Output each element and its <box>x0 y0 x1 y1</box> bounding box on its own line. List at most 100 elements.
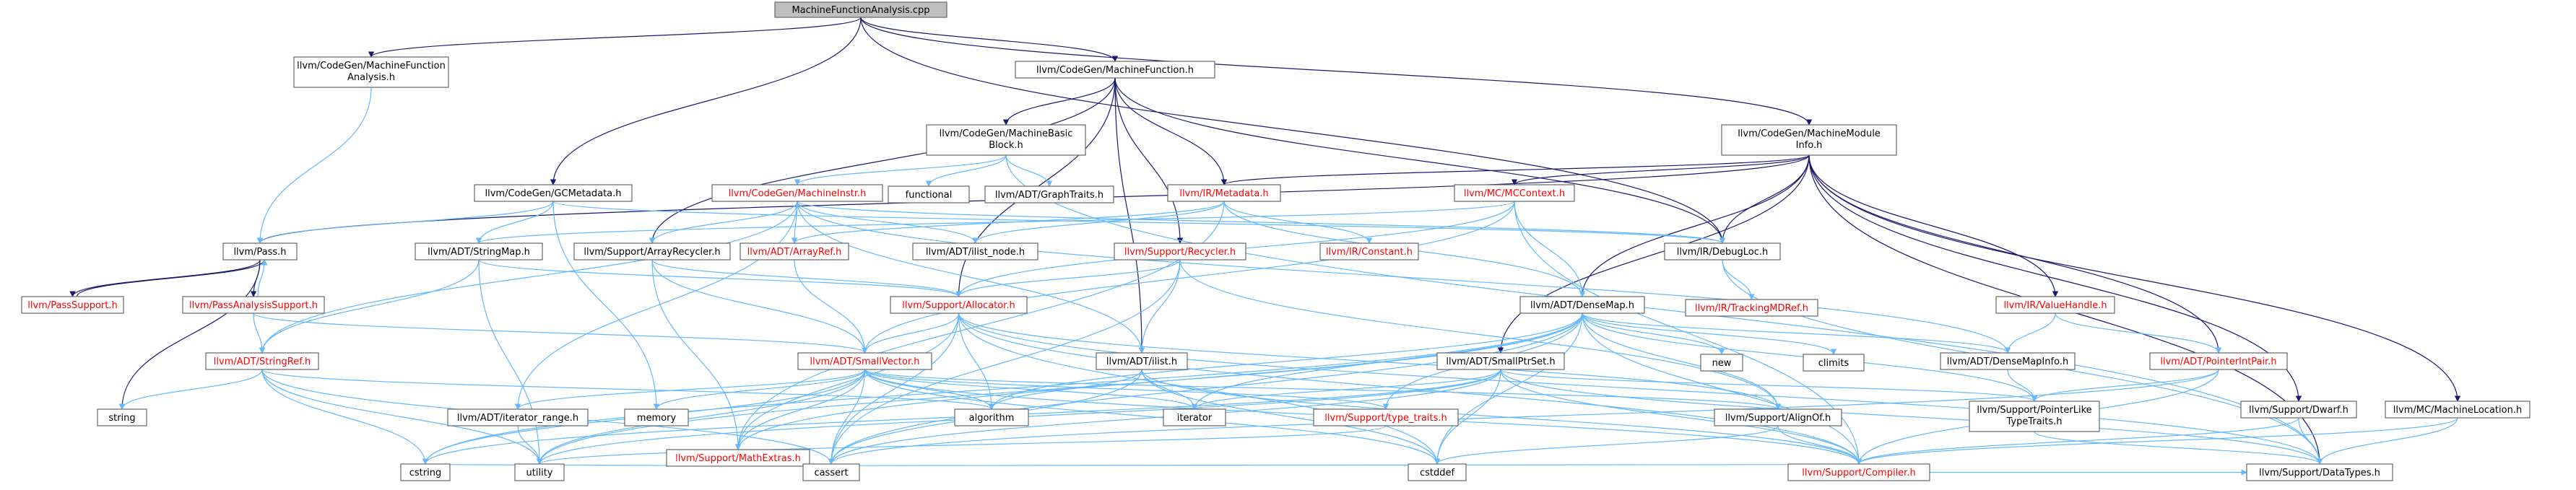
node-stringmap-h[interactable]: llvm/ADT/StringMap.h <box>415 242 543 261</box>
edge-passanalysissupport_h-to-pass_h <box>257 259 268 297</box>
edge-densemap_h-to-cassert <box>828 312 1583 465</box>
edge-densemap_h-to-climits <box>1582 312 1837 355</box>
edge-mfa_h-to-pass_h <box>256 87 372 244</box>
edge-mmi_h-to-metadata_h <box>1221 154 1810 185</box>
node-machinelocation-h[interactable]: llvm/MC/MachineLocation.h <box>2385 401 2531 419</box>
edge-densemap_h-to-densemapinfo_h <box>1582 312 2011 354</box>
node-densemap-h[interactable]: llvm/ADT/DenseMap.h <box>1519 296 1645 314</box>
edge-machinelocation_h-to-compiler_h <box>1855 417 2458 465</box>
edge-stringmap_h-to-allocator_h <box>478 259 962 297</box>
edge-mi_h-to-iteratorrange_h <box>514 201 798 410</box>
edge-pass_h-to-string <box>118 259 261 410</box>
edge-ilist_h-to-compiler_h <box>1141 369 1862 465</box>
node-mccontext-h[interactable]: llvm/MC/MCContext.h <box>1454 184 1575 202</box>
edge-arrayrecycler_h-to-smallvector_h <box>651 259 868 354</box>
edge-densemap_h-to-cstring <box>422 312 1583 465</box>
node-smallptrset-h[interactable]: llvm/ADT/SmallPtrSet.h <box>1436 352 1565 370</box>
edges-layer <box>69 17 2461 476</box>
node-arrayref-h[interactable]: llvm/ADT/ArrayRef.h <box>740 242 849 261</box>
edge-arrayrecycler_h-to-allocator_h <box>651 259 962 297</box>
edge-mathextras_h-to-compiler_h <box>737 463 1860 471</box>
edge-stringmap_h-to-stringref_h <box>259 259 480 354</box>
node-memory: memory <box>624 408 689 426</box>
node-pass-h[interactable]: llvm/Pass.h <box>222 242 298 261</box>
node-box <box>1436 352 1565 370</box>
edge-metadata_h-to-ilistnode_h <box>972 201 1225 244</box>
node-box <box>802 463 860 481</box>
node-ilistnode-h[interactable]: llvm/ADT/ilist_node.h <box>912 242 1038 261</box>
node-passsupport-h[interactable]: llvm/PassSupport.h <box>21 296 124 314</box>
node-densemapinfo-h[interactable]: llvm/ADT/DenseMapInfo.h <box>1940 352 2076 370</box>
node-arrayrecycler-h[interactable]: llvm/Support/ArrayRecycler.h <box>573 242 731 261</box>
node-typetraits-h[interactable]: llvm/Support/type_traits.h <box>1313 408 1459 426</box>
node-datatypes-h[interactable]: llvm/Support/DataTypes.h <box>2246 463 2393 481</box>
edge-smallvector_h-to-cassert <box>828 369 866 465</box>
edge-mbb_h-to-graphtraits <box>1005 154 1053 187</box>
edge-allocator_h-to-smallvector_h <box>862 312 960 354</box>
edge-root-to-gcm_h <box>550 17 862 185</box>
edge-gcm_h-to-debugloc_h <box>552 201 1725 244</box>
node-label: cassert <box>814 468 848 478</box>
node-box <box>1995 296 2115 314</box>
edge-mccontext_h-to-smallvector_h <box>862 201 1515 354</box>
edge-allocator_h-to-compiler_h <box>958 312 1862 465</box>
node-smallvector-h[interactable]: llvm/ADT/SmallVector.h <box>797 352 932 370</box>
node-recycler-h[interactable]: llvm/Support/Recycler.h <box>1114 242 1246 261</box>
edge-mi_h-to-stringref_h <box>259 201 798 354</box>
node-label: llvm/ADT/ilist_node.h <box>926 247 1025 258</box>
node-label: llvm/Support/type_traits.h <box>1324 413 1447 424</box>
node-label: llvm/ADT/StringMap.h <box>428 247 530 258</box>
node-passanalysissupport-h[interactable]: llvm/PassAnalysisSupport.h <box>182 296 325 314</box>
node-box <box>984 185 1114 204</box>
node-box <box>926 124 1086 156</box>
node-box <box>1519 296 1645 314</box>
node-box <box>1685 299 1818 317</box>
node-ilist-h[interactable]: llvm/ADT/ilist.h <box>1096 352 1188 370</box>
node-box <box>1787 463 1930 481</box>
node-box <box>1015 61 1215 79</box>
node-dwarf-h[interactable]: llvm/Support/Dwarf.h <box>2240 401 2357 419</box>
node-label: llvm/ADT/StringRef.h <box>214 356 311 367</box>
node-trackingmdref-h[interactable]: llvm/IR/TrackingMDRef.h <box>1685 299 1818 317</box>
edge-recycler_h-to-allocator_h <box>955 259 1181 297</box>
node-valuehandle-h[interactable]: llvm/IR/ValueHandle.h <box>1995 296 2115 314</box>
node-graphtraits[interactable]: llvm/ADT/GraphTraits.h <box>984 185 1114 204</box>
node-label: llvm/MC/MachineLocation.h <box>2393 405 2522 416</box>
node-pointerintpair-h[interactable]: llvm/ADT/PointerIntPair.h <box>2149 352 2288 370</box>
edge-mmi_h-to-smallptrset_h <box>1497 154 1810 354</box>
node-compiler-h[interactable]: llvm/Support/Compiler.h <box>1787 463 1930 481</box>
node-iteratorrange-h[interactable]: llvm/ADT/iterator_range.h <box>447 408 589 426</box>
edge-passanalysissupport_h-to-stringref_h <box>253 312 266 354</box>
node-allocator-h[interactable]: llvm/Support/Allocator.h <box>890 296 1028 314</box>
edge-smallvector_h-to-memory <box>653 369 866 410</box>
edge-smallptrset_h-to-ptrliketypetraits_h <box>1500 369 2037 402</box>
node-alignof-h[interactable]: llvm/Support/AlignOf.h <box>1714 408 1842 426</box>
node-mathextras-h[interactable]: llvm/Support/MathExtras.h <box>666 449 810 467</box>
node-box <box>1721 124 1897 156</box>
node-stringref-h[interactable]: llvm/ADT/StringRef.h <box>205 352 319 370</box>
node-label: llvm/ADT/DenseMapInfo.h <box>1947 356 2068 367</box>
edge-allocator_h-to-cstddef <box>958 312 1441 465</box>
node-mi-h[interactable]: llvm/CodeGen/MachineInstr.h <box>711 184 883 202</box>
edge-recycler_h-to-alignof_h <box>1179 259 1782 410</box>
node-label: llvm/Support/Allocator.h <box>902 300 1015 311</box>
node-label: llvm/ADT/SmallVector.h <box>810 356 920 367</box>
node-gcm-h[interactable]: llvm/CodeGen/GCMetadata.h <box>474 184 633 202</box>
node-box <box>2246 463 2393 481</box>
node-box <box>711 184 883 202</box>
node-constant-h[interactable]: llvm/IR/Constant.h <box>1319 242 1419 261</box>
node-mf-h[interactable]: llvm/CodeGen/MachineFunction.h <box>1015 61 1215 79</box>
edge-ilist_h-to-iterator <box>1141 369 1198 410</box>
node-label: functional <box>906 190 953 201</box>
node-debugloc-h[interactable]: llvm/IR/DebugLoc.h <box>1664 242 1781 261</box>
edge-smallvector_h-to-mathextras_h <box>734 369 866 450</box>
node-string: string <box>97 408 147 426</box>
node-metadata-h[interactable]: llvm/IR/Metadata.h <box>1167 184 1281 202</box>
edge-smallvector_h-to-utility <box>536 369 866 465</box>
node-box <box>890 296 1028 314</box>
